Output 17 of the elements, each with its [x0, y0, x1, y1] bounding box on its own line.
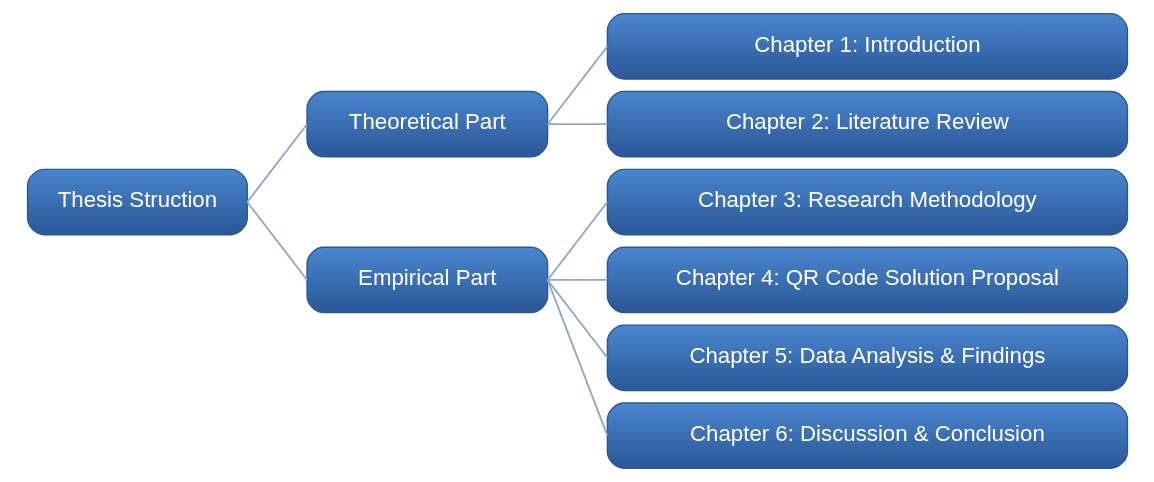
connector [546, 279, 608, 359]
node-box: Theoretical Part [305, 90, 548, 158]
connector [546, 201, 608, 281]
node-box: Chapter 6: Discussion & Conclusion [606, 402, 1128, 470]
connector [546, 279, 608, 281]
node-box: Chapter 1: Introduction [606, 12, 1128, 80]
node-box: Chapter 4: QR Code Solution Proposal [606, 246, 1128, 314]
connector [546, 279, 608, 437]
node-box: Empirical Part [305, 246, 548, 314]
node-box: Chapter 3: Research Methodology [606, 168, 1128, 236]
connector [546, 123, 608, 126]
connector [546, 45, 608, 126]
connector [245, 201, 308, 281]
node-box: Thesis Struction [26, 168, 248, 236]
node-box: Chapter 5: Data Analysis & Findings [606, 324, 1128, 392]
node-box: Chapter 2: Literature Review [606, 90, 1128, 158]
connector [245, 123, 308, 203]
